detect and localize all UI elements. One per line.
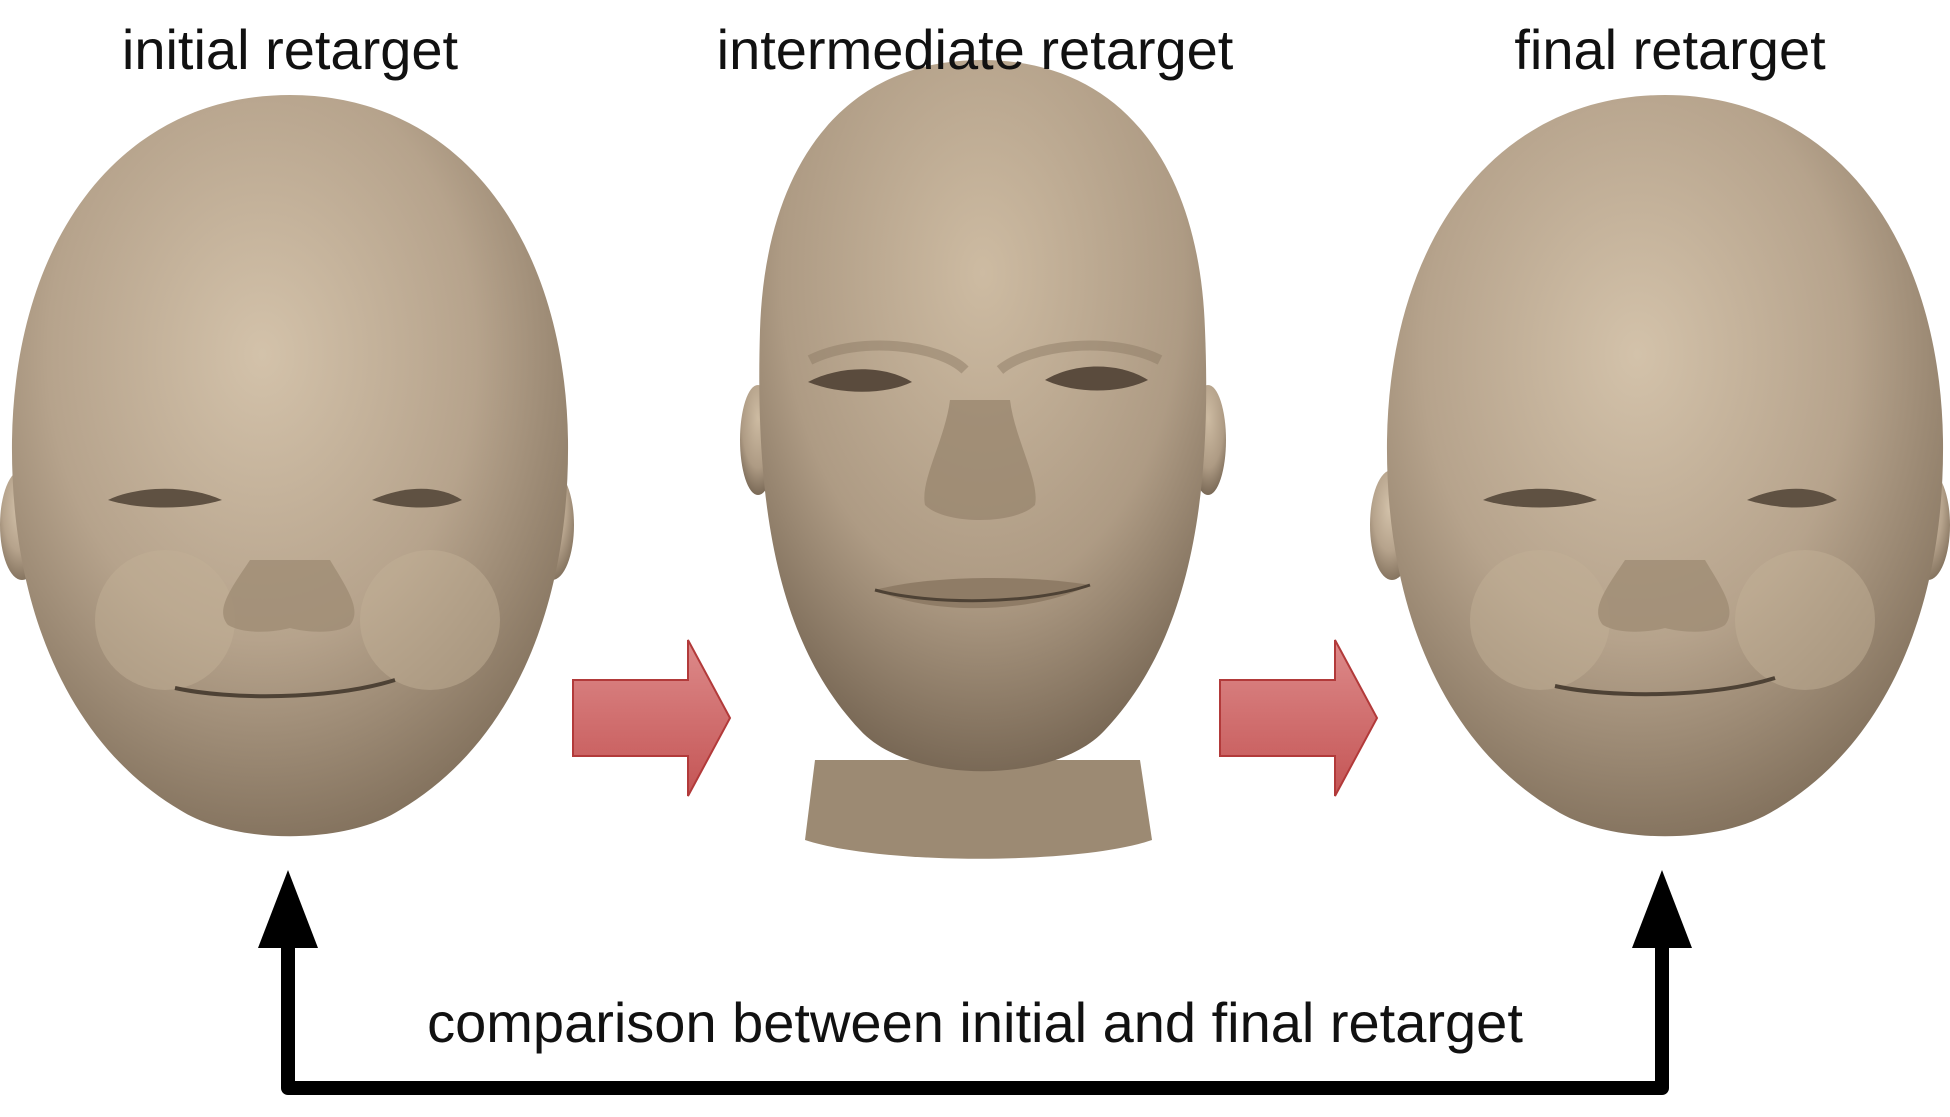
mouth	[1554, 676, 1776, 697]
mouth	[174, 678, 396, 699]
nose	[223, 560, 355, 632]
neck	[805, 760, 1152, 859]
head-shape	[1386, 95, 1944, 837]
right-eye	[1045, 366, 1148, 391]
label-intermediate-retarget: intermediate retarget	[716, 18, 1234, 81]
nose	[924, 400, 1036, 520]
left-eye	[808, 369, 912, 392]
right-eye	[1747, 488, 1837, 508]
arrow-intermediate-to-final	[1219, 639, 1379, 797]
nose	[1598, 560, 1730, 632]
initial-baby-head	[0, 95, 574, 837]
final-baby-head	[1370, 95, 1950, 837]
mouth	[875, 578, 1090, 609]
label-comparison: comparison between initial and final ret…	[427, 991, 1523, 1054]
comparison-arrowhead-right	[1632, 870, 1692, 948]
label-initial-retarget: initial retarget	[121, 18, 459, 81]
comparison-arrowhead-left	[258, 870, 318, 948]
arrow-initial-to-intermediate	[572, 639, 732, 797]
left-eye	[108, 488, 222, 508]
intermediate-adult-head	[740, 60, 1226, 859]
label-final-retarget: final retarget	[1514, 18, 1826, 81]
head-shape	[11, 95, 569, 837]
left-eye	[1483, 488, 1597, 508]
comparison-bracket	[281, 938, 1669, 1095]
right-eye	[372, 488, 462, 508]
